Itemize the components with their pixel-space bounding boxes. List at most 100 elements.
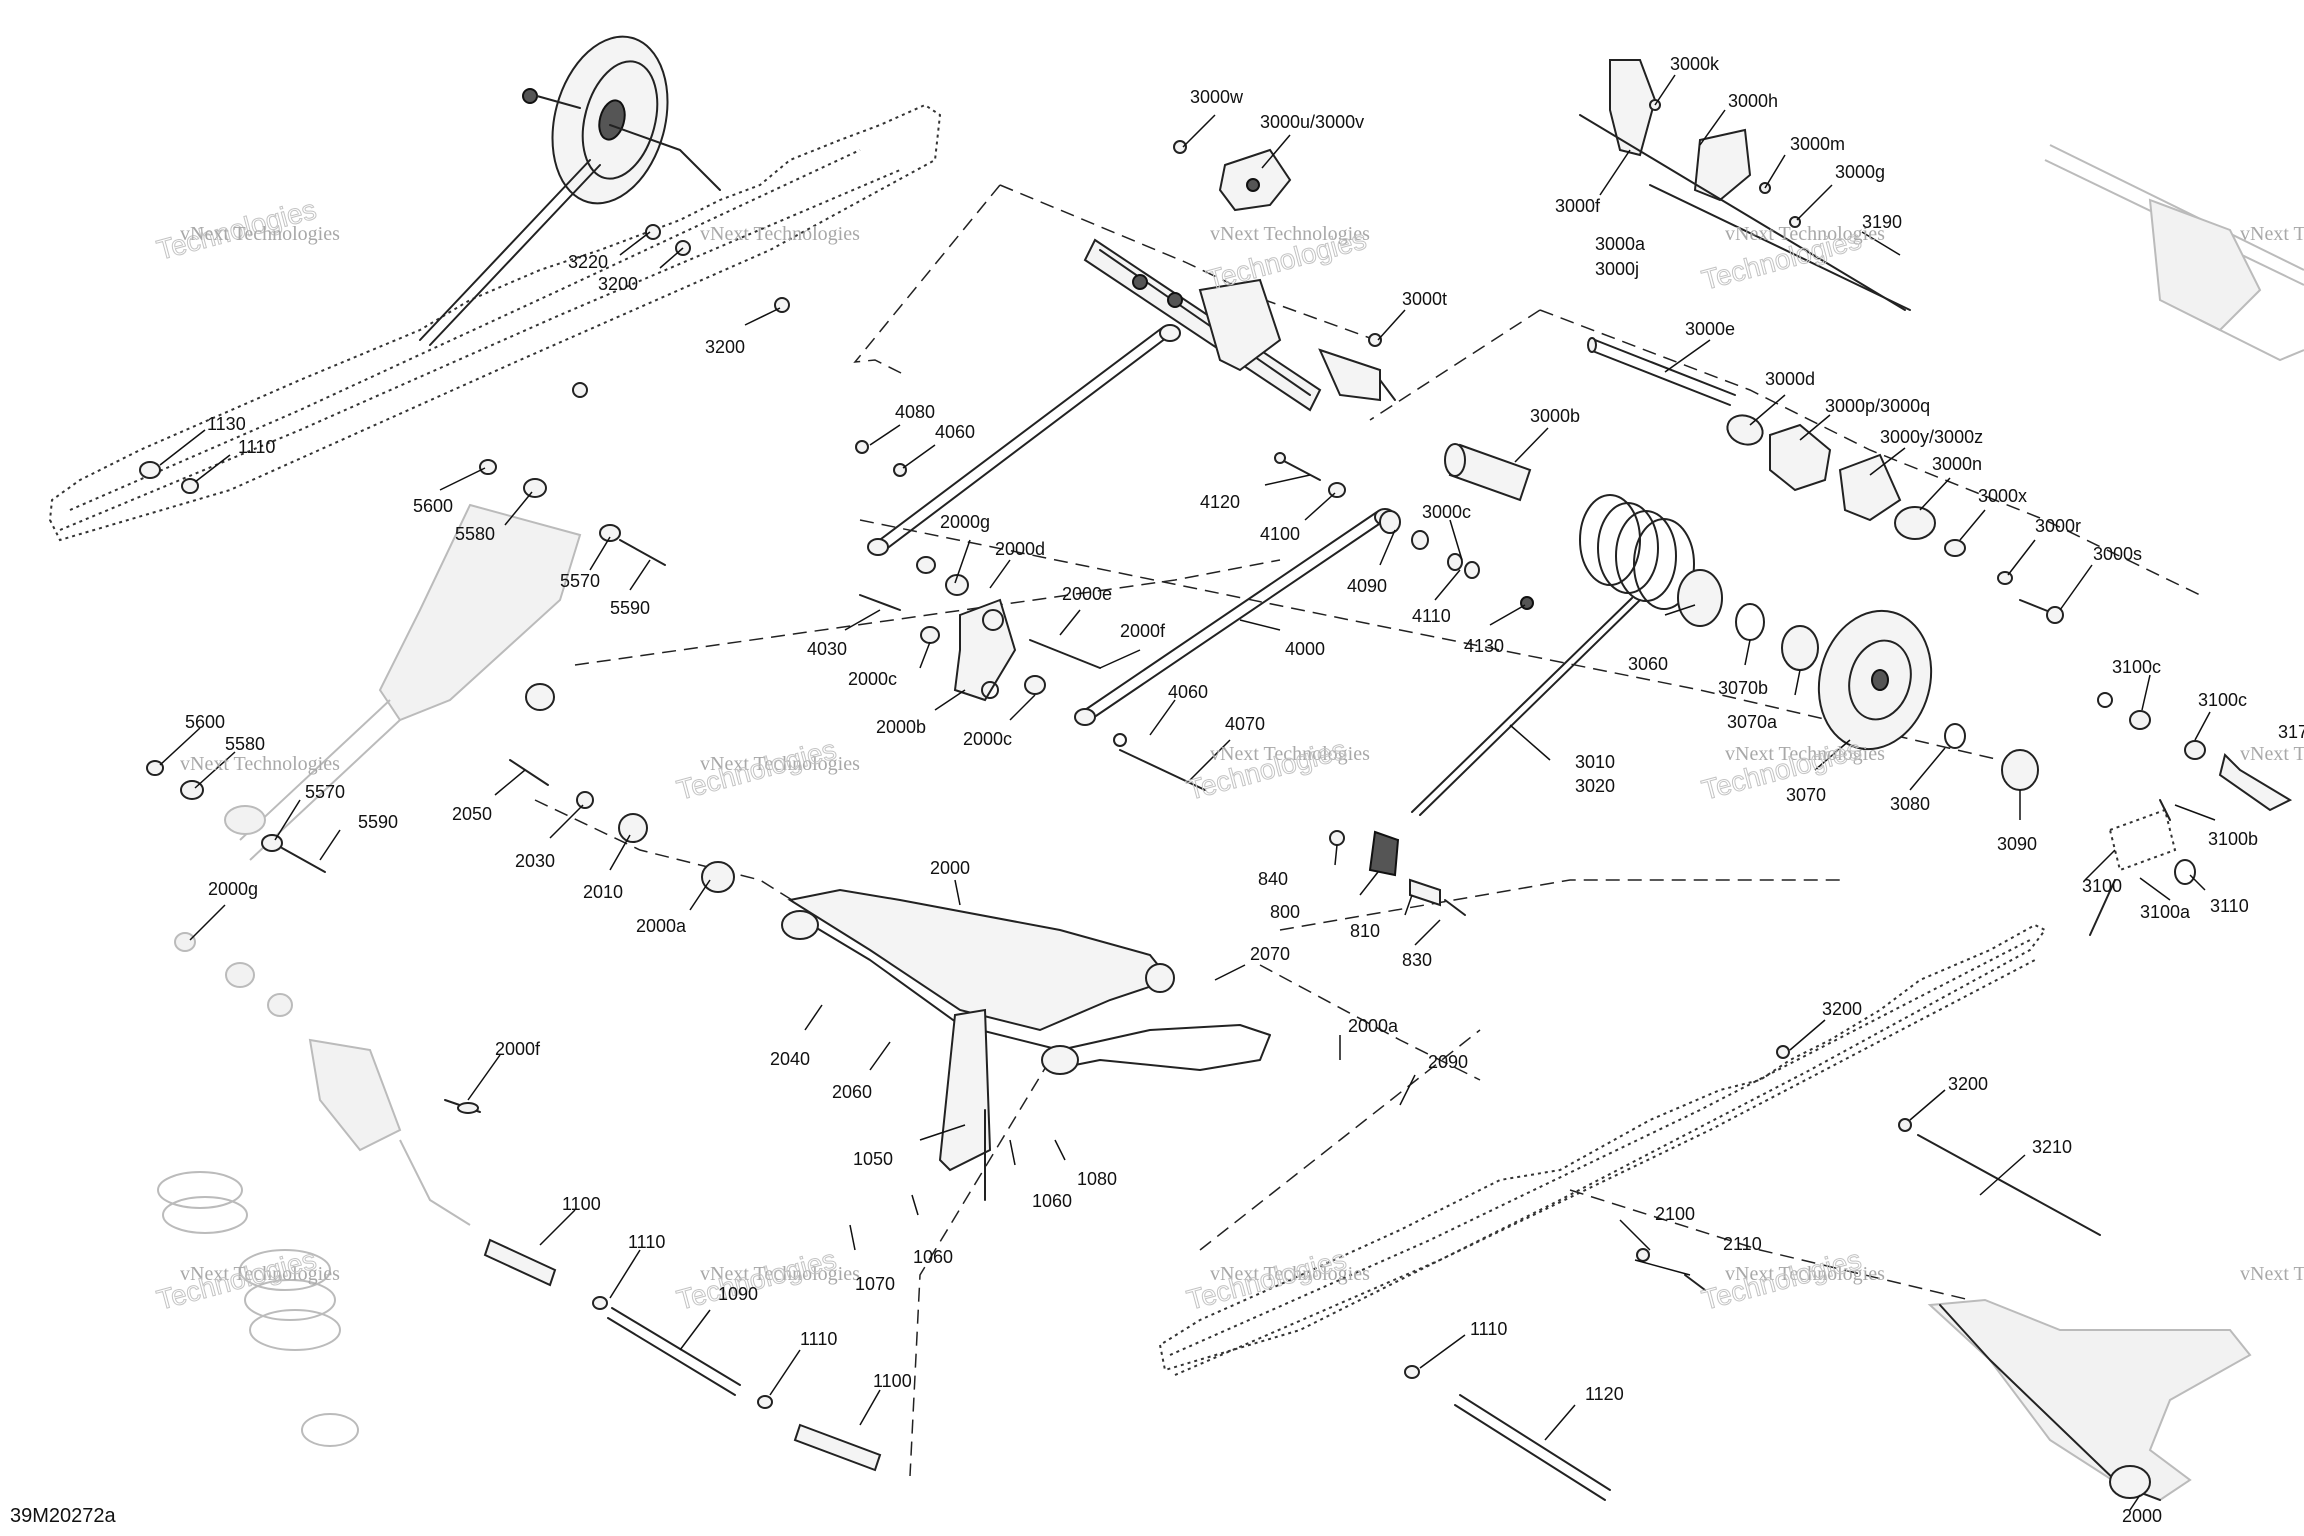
- callout-4130: 4130: [1464, 636, 1504, 656]
- callout-3000b: 3000b: [1530, 406, 1580, 426]
- callout-2070: 2070: [1250, 944, 1290, 964]
- callout-4000: 4000: [1285, 639, 1325, 659]
- callout-2030: 2030: [515, 851, 555, 871]
- callout-3200-right-upper: 3200: [1822, 999, 1862, 1019]
- callout-2010: 2010: [583, 882, 623, 902]
- callout-2090: 2090: [1428, 1052, 1468, 1072]
- watermark-text: vNext Technologies: [1210, 1263, 1370, 1285]
- callout-2000b: 2000b: [876, 717, 926, 737]
- watermark-text: vNext Technologies: [1210, 223, 1370, 245]
- callout-1120: 1120: [1585, 1384, 1624, 1404]
- callout-4030: 4030: [807, 639, 847, 659]
- callout-2000-bottom-right: 2000: [2122, 1506, 2162, 1526]
- callout-3210: 3210: [2032, 1137, 2072, 1157]
- watermark-text: Technologies: [154, 1244, 320, 1316]
- watermark-text: vNext Technologies: [2240, 1263, 2304, 1285]
- callout-3080: 3080: [1890, 794, 1930, 814]
- top-left-hardware: [139, 224, 790, 494]
- lower-shafts: [483, 1238, 1611, 1501]
- callout-3000w: 3000w: [1190, 87, 1244, 107]
- callout-4070: 4070: [1225, 714, 1265, 734]
- callout-3100a: 3100a: [2140, 902, 2191, 922]
- watermark-text: vNext Technologies: [700, 223, 860, 245]
- callout-2000g-lower: 2000g: [208, 879, 258, 899]
- callout-3100c-upper: 3100c: [2112, 657, 2161, 677]
- top-right-faded-shaft: [2044, 144, 2304, 362]
- callout-3100: 3100: [2082, 876, 2122, 896]
- watermark-text: vNext Technologies: [180, 223, 340, 245]
- callout-3100c-lower: 3100c: [2198, 690, 2247, 710]
- callout-3000r: 3000r: [2035, 516, 2081, 536]
- callout-5580-upper: 5580: [455, 524, 495, 544]
- callout-3000d: 3000d: [1765, 369, 1815, 389]
- callout-3000g: 3000g: [1835, 162, 1885, 182]
- callout-3100b: 3100b: [2208, 829, 2258, 849]
- callout-2110: 2110: [1723, 1234, 1762, 1254]
- callout-2000d: 2000d: [995, 539, 1045, 559]
- callout-2000f-lower: 2000f: [495, 1039, 541, 1059]
- rod-end-hardware: [1274, 452, 1534, 610]
- callout-1060-right: 1060: [1032, 1191, 1072, 1211]
- callout-3000p-3000q: 3000p/3000q: [1825, 396, 1930, 416]
- spacer-3000b: [1444, 443, 1532, 502]
- callout-4100: 4100: [1260, 524, 1300, 544]
- right-rail-hardware: [1636, 1045, 2101, 1291]
- callout-3110: 3110: [2210, 896, 2249, 916]
- callout-810: 810: [1350, 921, 1380, 941]
- callout-4060-lower: 4060: [1168, 682, 1208, 702]
- callout-2100: 2100: [1655, 1204, 1695, 1224]
- callout-5580-lower: 5580: [225, 734, 265, 754]
- left-middle-hardware: [146, 459, 735, 893]
- callout-5570-lower: 5570: [305, 782, 345, 802]
- watermark-text: vNext Technologies: [1725, 743, 1885, 765]
- watermark-text: vNext Technologies: [700, 1263, 860, 1285]
- link-rod-4060-upper: [867, 324, 1181, 556]
- callout-3000a: 3000a: [1595, 234, 1646, 254]
- faded-swing-arm-bottom-right: [1927, 1298, 2252, 1502]
- callout-1090: 1090: [718, 1284, 758, 1304]
- callout-3000x: 3000x: [1978, 486, 2027, 506]
- callout-840: 840: [1258, 869, 1288, 889]
- callout-2000f: 2000f: [1120, 621, 1166, 641]
- callout-5570-upper: 5570: [560, 571, 600, 591]
- callout-2050: 2050: [452, 804, 492, 824]
- callout-1070: 1070: [855, 1274, 895, 1294]
- callout-2000-main: 2000: [930, 858, 970, 878]
- callout-5600-upper: 5600: [413, 496, 453, 516]
- callout-1110-upper: 1110: [238, 437, 275, 457]
- callout-3020: 3020: [1575, 776, 1615, 796]
- assembly-dashed-lines: [534, 184, 2201, 1477]
- callout-1080: 1080: [1077, 1169, 1117, 1189]
- watermark-text: vNext Technologies: [180, 753, 340, 775]
- callout-labels: 3000w 3000u/3000v 3000k 3000h 3000m 3000…: [185, 54, 2304, 1526]
- callout-2000c-right: 2000c: [963, 729, 1012, 749]
- top-left-idler-wheel: [419, 35, 721, 346]
- small-hardware-upper-center: [855, 440, 907, 477]
- leader-lines: [159, 74, 2216, 1511]
- callout-3070b: 3070b: [1718, 678, 1768, 698]
- shaft-3000e: [1587, 337, 1736, 406]
- callout-3000h: 3000h: [1728, 91, 1778, 111]
- callout-3190: 3190: [1862, 212, 1902, 232]
- callout-3010: 3010: [1575, 752, 1615, 772]
- callout-3200-right-lower: 3200: [1948, 1074, 1988, 1094]
- swing-arm-2000: [781, 888, 1271, 1201]
- callout-3000j: 3000j: [1595, 259, 1639, 279]
- callout-1060-left: 1060: [913, 1247, 953, 1267]
- callout-3090: 3090: [1997, 834, 2037, 854]
- watermark-text: vNext Technologies: [2240, 223, 2304, 245]
- callout-830: 830: [1402, 950, 1432, 970]
- callout-5600-lower: 5600: [185, 712, 225, 732]
- callout-3200-mid: 3200: [705, 337, 745, 357]
- link-rod-4000: [1074, 508, 1396, 726]
- callout-3000u-3000v: 3000u/3000v: [1260, 112, 1364, 132]
- pivot-block-800: [1329, 830, 1466, 916]
- callout-5590-lower: 5590: [358, 812, 398, 832]
- callout-1110-middle: 1110: [628, 1232, 665, 1252]
- faded-shock-spring-lower: [157, 932, 481, 1447]
- callout-2060: 2060: [832, 1082, 872, 1102]
- callout-1130: 1130: [207, 414, 246, 434]
- callout-800: 800: [1270, 902, 1300, 922]
- callout-3000c: 3000c: [1422, 502, 1471, 522]
